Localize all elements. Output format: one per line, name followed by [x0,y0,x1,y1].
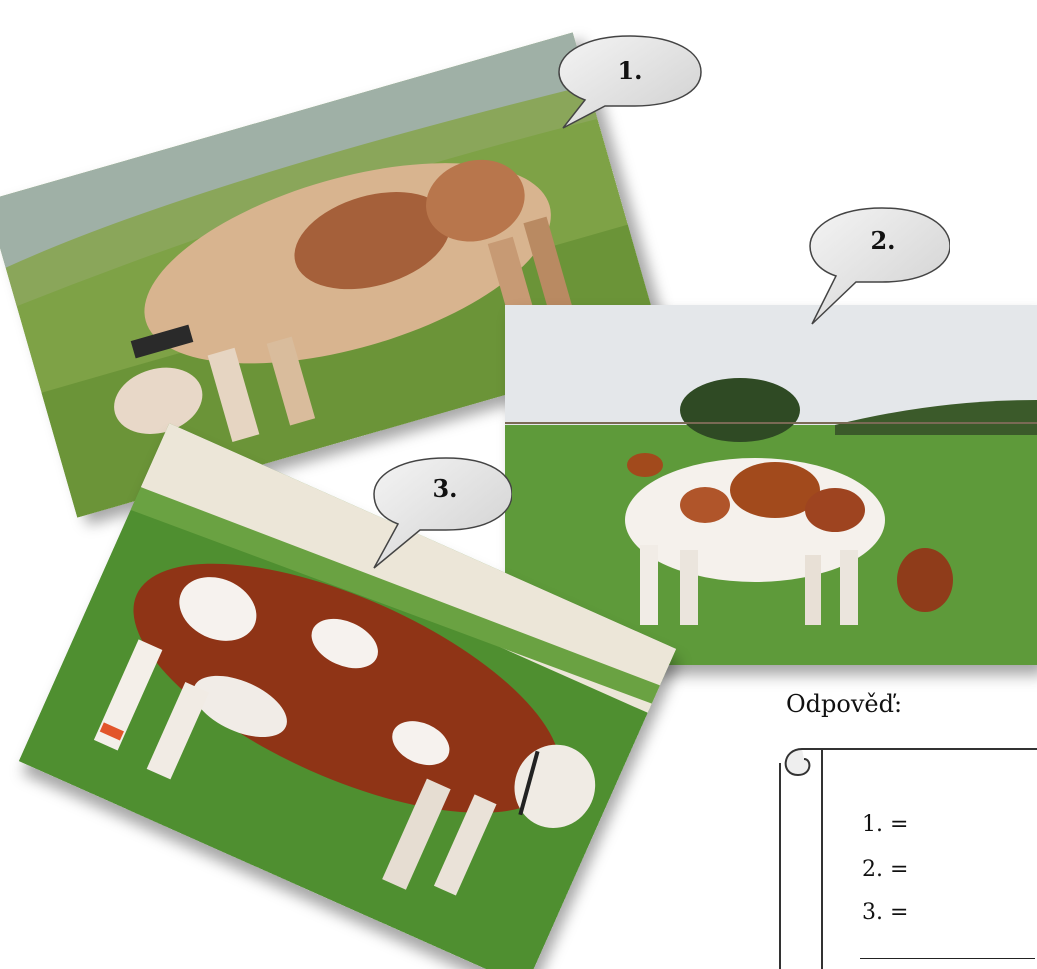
photo-cow-3 [18,423,677,969]
bubble-label-1: 1. [617,56,643,85]
scroll-frame [760,745,1037,969]
answer-line-1: 1. = [862,812,909,837]
speech-bubble-icon [558,35,702,129]
scroll-icon [779,748,1037,969]
speech-bubble-icon [809,207,951,325]
speech-bubble-2: 2. [800,200,951,325]
answer-line-3: 3. = [862,900,909,925]
bubble-label-2: 2. [870,226,896,255]
speech-bubble-1: 1. [555,30,705,130]
answer-line-2: 2. = [862,857,909,882]
speech-bubble-icon [373,457,513,569]
answer-blank-line [860,958,1035,959]
bubble-label-3: 3. [432,474,458,503]
speech-bubble-3: 3. [362,452,513,569]
answer-title: Odpověď: [786,690,903,718]
